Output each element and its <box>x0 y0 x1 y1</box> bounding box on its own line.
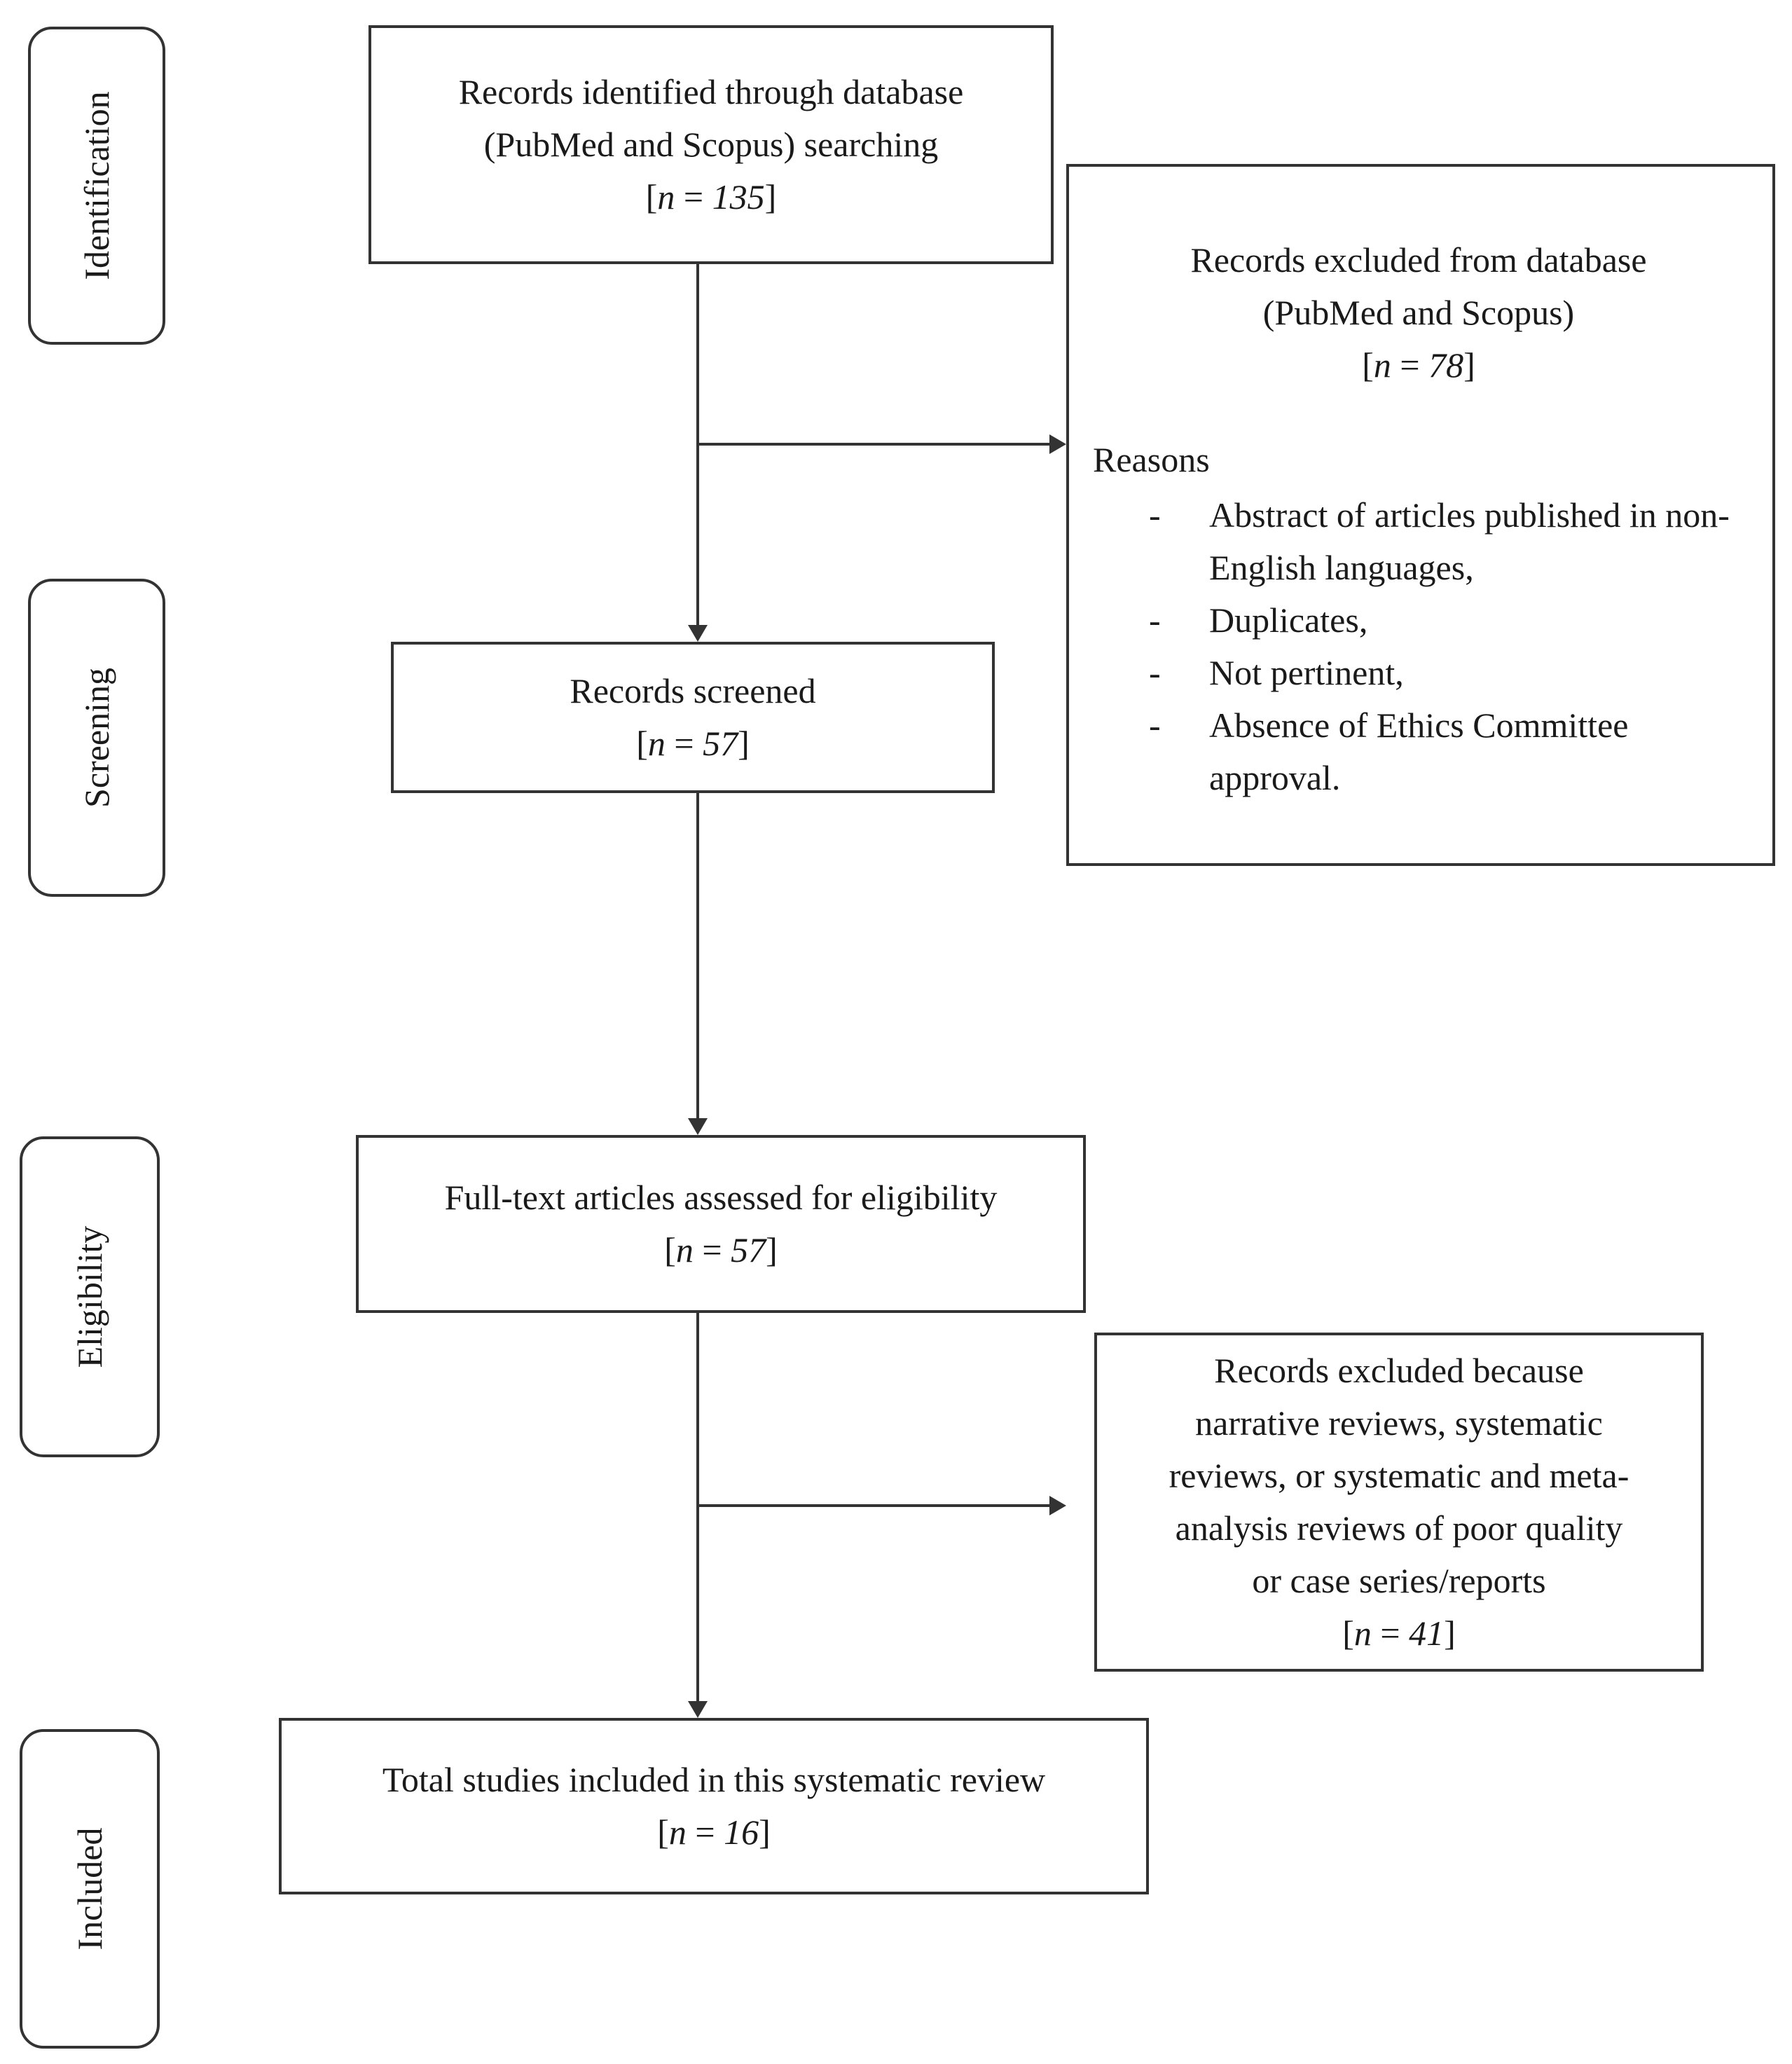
fulltext-line1: Full-text articles assessed for eligibil… <box>444 1178 998 1217</box>
excluded-reviews-line4: analysis reviews of poor quality <box>1175 1508 1623 1548</box>
fulltext-count: [n = 57] <box>664 1230 778 1270</box>
screened-count: [n = 57] <box>636 724 750 763</box>
identified-line2: (PubMed and Scopus) searching <box>483 125 939 164</box>
box-records-excluded-reviews: Records excluded because narrative revie… <box>1094 1333 1704 1672</box>
arrowhead-included <box>688 1701 708 1718</box>
arrowhead-screened <box>688 625 708 642</box>
arrowhead-fulltext <box>688 1118 708 1135</box>
box-records-identified: Records identified through database (Pub… <box>368 25 1054 264</box>
reason-bullet: - <box>1149 495 1161 535</box>
arrowhead-excluded-database <box>1049 434 1066 454</box>
phase-included: Included <box>20 1729 160 2049</box>
included-line1: Total studies included in this systemati… <box>382 1760 1046 1799</box>
included-count: [n = 16] <box>657 1812 771 1852</box>
excluded-db-count: [n = 78] <box>1362 345 1475 385</box>
phase-eligibility: Eligibility <box>20 1136 160 1457</box>
reasons-title: Reasons <box>1093 440 1210 479</box>
phase-screening: Screening <box>28 579 165 897</box>
reason-bullet: - <box>1149 653 1161 692</box>
phase-identification: Identification <box>28 27 165 345</box>
reason-item: - Abstract of articles published in non-… <box>1093 489 1744 594</box>
excluded-reviews-line1: Records excluded because <box>1214 1351 1584 1390</box>
screened-line1: Records screened <box>570 671 816 710</box>
identified-count: [n = 135] <box>645 177 777 216</box>
box-fulltext-assessed: Full-text articles assessed for eligibil… <box>356 1135 1086 1313</box>
excluded-db-line2: (PubMed and Scopus) <box>1262 293 1575 332</box>
reason-item: - Not pertinent, <box>1093 647 1744 699</box>
arrowhead-excluded-reviews <box>1049 1496 1066 1515</box>
box-studies-included: Total studies included in this systemati… <box>279 1718 1149 1894</box>
reason-bullet: - <box>1149 600 1161 640</box>
excluded-reviews-line5: or case series/reports <box>1252 1561 1546 1600</box>
reason-bullet: - <box>1149 706 1161 745</box>
excluded-reviews-count: [n = 41] <box>1342 1614 1456 1653</box>
excluded-db-line1: Records excluded from database <box>1190 240 1647 280</box>
reason-item: - Duplicates, <box>1093 594 1744 647</box>
box-records-screened: Records screened [n = 57] <box>391 642 995 793</box>
excluded-reviews-line3: reviews, or systematic and meta- <box>1169 1456 1629 1495</box>
excluded-reviews-line2: narrative reviews, systematic <box>1195 1403 1603 1443</box>
reason-item: - Absence of Ethics Committee approval. <box>1093 699 1744 804</box>
reasons-list: - Abstract of articles published in non-… <box>1093 489 1744 804</box>
identified-line1: Records identified through database <box>458 72 964 111</box>
box-records-excluded-database: Records excluded from database (PubMed a… <box>1066 164 1775 866</box>
